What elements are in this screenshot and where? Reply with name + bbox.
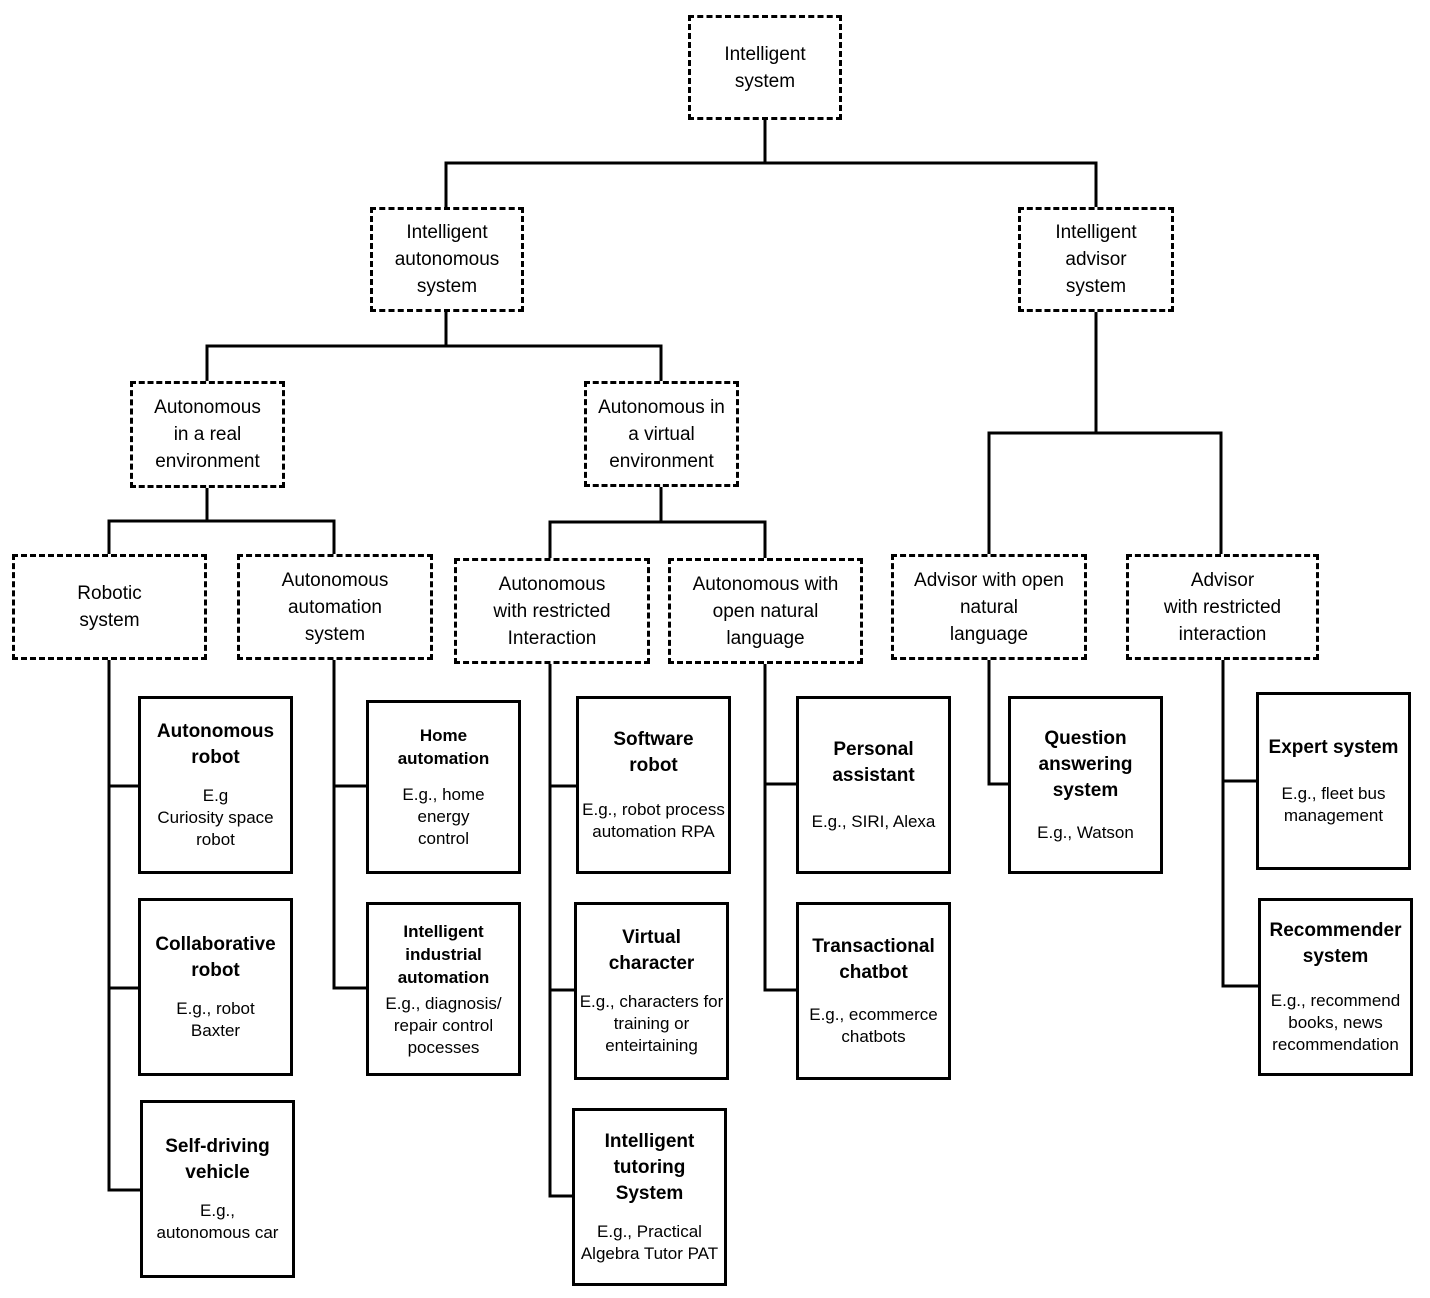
leaf-virtual-character: Virtual character E.g., characters for t…: [574, 902, 729, 1080]
leaf-title: Autonomous robot: [156, 721, 275, 768]
leaf-autonomous-robot: Autonomous robot E.g Curiosity space rob…: [138, 696, 293, 874]
leaf-example: E.g., SIRI, Alexa: [811, 812, 936, 831]
leaf-example: E.g., characters for training or enteirt…: [579, 992, 724, 1055]
node-autonomous-automation-system: Autonomous automation system: [237, 554, 433, 660]
node-label: Intelligent autonomous system: [394, 222, 500, 297]
leaf-example: E.g., diagnosis/ repair control pocesses: [385, 993, 502, 1057]
leaf-example: E.g., robot process automation RPA: [582, 800, 725, 841]
leaf-title: Virtual character: [608, 927, 695, 974]
node-label: Robotic system: [77, 583, 142, 631]
node-autonomous-open-natural-language: Autonomous with open natural language: [668, 558, 863, 664]
leaf-intelligent-industrial-automation: Intelligent industrial automation E.g., …: [366, 902, 521, 1076]
leaf-example: E.g Curiosity space robot: [157, 786, 274, 849]
leaf-example: E.g., Practical Algebra Tutor PAT: [580, 1222, 719, 1263]
leaf-title: Personal assistant: [832, 739, 915, 786]
leaf-title: Collaborative robot: [155, 934, 276, 981]
leaf-home-automation: Home automation E.g., home energy contro…: [366, 700, 521, 874]
node-intelligent-system: Intelligent system: [688, 15, 842, 120]
leaf-question-answering-system: Question answering system E.g., Watson: [1008, 696, 1163, 874]
leaf-example: E.g., fleet bus management: [1281, 784, 1386, 825]
leaf-title: Intelligent tutoring System: [604, 1131, 695, 1204]
leaf-title: Recommender system: [1269, 920, 1402, 967]
leaf-transactional-chatbot: Transactional chatbot E.g., ecommerce ch…: [796, 902, 951, 1080]
leaf-example: E.g., Watson: [1037, 823, 1134, 842]
node-advisor-open-natural-language: Advisor with open natural language: [891, 554, 1087, 660]
leaf-example: E.g., robot Baxter: [176, 999, 255, 1040]
leaf-title: Self-driving vehicle: [165, 1136, 270, 1183]
leaf-collaborative-robot: Collaborative robot E.g., robot Baxter: [138, 898, 293, 1076]
node-autonomous-restricted-interaction: Autonomous with restricted Interaction: [454, 558, 650, 664]
node-label: Intelligent advisor system: [1055, 222, 1137, 297]
node-label: Autonomous with open natural language: [692, 573, 839, 649]
leaf-intelligent-tutoring-system: Intelligent tutoring System E.g., Practi…: [572, 1108, 727, 1286]
leaf-example: E.g., recommend books, news recommendati…: [1270, 991, 1401, 1054]
leaf-title: Intelligent industrial automation: [397, 921, 490, 987]
leaf-software-robot: Software robot E.g., robot process autom…: [576, 696, 731, 874]
leaf-example: E.g., home energy control: [402, 785, 485, 848]
leaf-title: Software robot: [613, 729, 694, 776]
node-autonomous-virtual-environment: Autonomous in a virtual environment: [584, 381, 739, 487]
leaf-personal-assistant: Personal assistant E.g., SIRI, Alexa: [796, 696, 951, 874]
node-label: Autonomous automation system: [281, 569, 389, 645]
leaf-self-driving-vehicle: Self-driving vehicle E.g., autonomous ca…: [140, 1100, 295, 1278]
leaf-example: E.g., ecommerce chatbots: [809, 1005, 938, 1046]
leaf-title: Transactional chatbot: [812, 936, 935, 983]
leaf-title: Home automation: [397, 726, 490, 768]
node-intelligent-autonomous-system: Intelligent autonomous system: [370, 207, 524, 312]
leaf-recommender-system: Recommender system E.g., recommend books…: [1258, 898, 1413, 1076]
leaf-title: Question answering system: [1038, 728, 1133, 801]
node-advisor-restricted-interaction: Advisor with restricted interaction: [1126, 554, 1319, 660]
node-label: Advisor with open natural language: [914, 569, 1064, 645]
node-label: Intelligent system: [724, 43, 806, 92]
node-intelligent-advisor-system: Intelligent advisor system: [1018, 207, 1174, 312]
node-label: Advisor with restricted interaction: [1163, 569, 1282, 645]
leaf-expert-system: Expert system E.g., fleet bus management: [1256, 692, 1411, 870]
node-label: Autonomous in a virtual environment: [598, 396, 725, 472]
node-label: Autonomous in a real environment: [154, 397, 261, 472]
node-autonomous-real-environment: Autonomous in a real environment: [130, 381, 285, 488]
node-label: Autonomous with restricted Interaction: [493, 573, 611, 649]
node-robotic-system: Robotic system: [12, 554, 207, 660]
leaf-example: E.g., autonomous car: [156, 1201, 279, 1242]
leaf-title: Expert system: [1268, 737, 1399, 758]
